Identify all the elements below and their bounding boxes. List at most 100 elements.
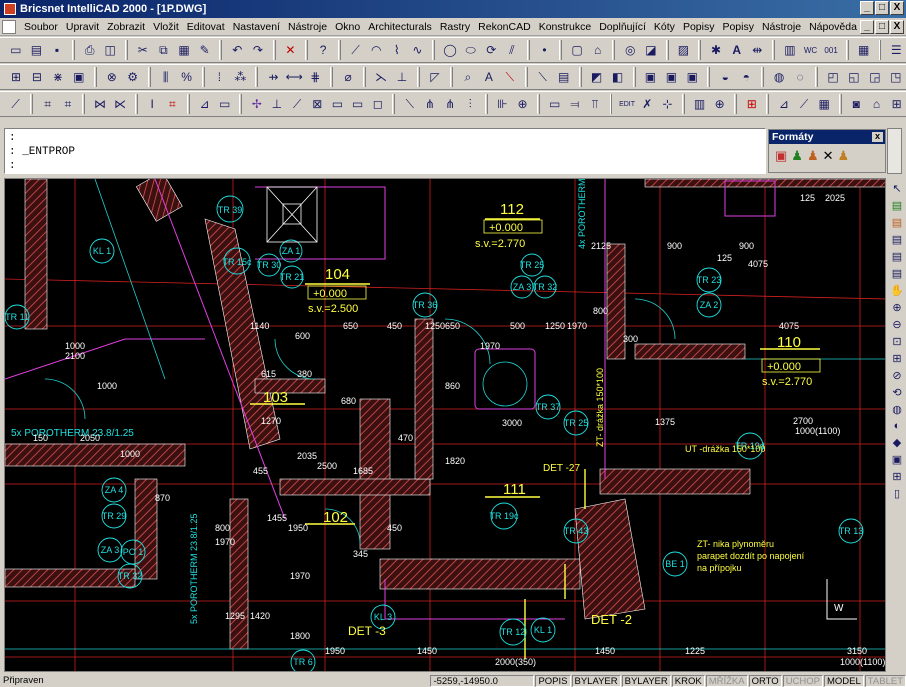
layer-icon[interactable]: ▤ bbox=[891, 251, 903, 263]
snap-icon[interactable]: ◎ bbox=[625, 43, 636, 57]
doc-close-button[interactable]: X bbox=[890, 20, 904, 34]
view-icon[interactable]: ◐ bbox=[893, 420, 901, 432]
tool-icon[interactable]: ⫪ bbox=[591, 96, 599, 111]
hatch-icon[interactable]: ▨ bbox=[677, 43, 690, 57]
layer-icon[interactable]: ▤ bbox=[891, 268, 903, 280]
menu-vlozit[interactable]: Vložit bbox=[153, 20, 179, 33]
tool-icon[interactable]: ⟋ bbox=[292, 96, 302, 111]
formaty-title-bar[interactable]: Formáty x bbox=[769, 130, 885, 144]
tool-icon[interactable]: ⇸ bbox=[268, 70, 279, 84]
tool-icon[interactable]: ⌗ bbox=[168, 96, 176, 111]
text-icon[interactable]: A bbox=[732, 43, 742, 57]
menu-nastaveni[interactable]: Nastavení bbox=[232, 20, 280, 33]
tool-icon[interactable]: ⋉ bbox=[114, 97, 127, 111]
menu-nastroje[interactable]: Nástroje bbox=[287, 20, 328, 33]
layer-icon[interactable]: ▤ bbox=[891, 234, 903, 246]
tool-icon[interactable]: ▣ bbox=[665, 70, 678, 84]
tool-icon[interactable]: ⟋ bbox=[11, 96, 20, 111]
tool-icon[interactable]: ▭ bbox=[548, 97, 561, 111]
tool-icon[interactable]: ⊿ bbox=[778, 97, 789, 111]
explode-icon[interactable]: ✱ bbox=[711, 43, 722, 57]
tool-icon[interactable]: ⟍ bbox=[505, 69, 514, 84]
tool-icon[interactable]: ⋕ bbox=[310, 70, 321, 84]
tool-icon[interactable]: ⌂ bbox=[872, 97, 881, 111]
tool-icon[interactable]: ⊹ bbox=[662, 97, 673, 111]
tool-icon[interactable]: ⌀ bbox=[344, 70, 352, 84]
print-preview-icon[interactable]: ◫ bbox=[104, 43, 116, 57]
status-layer[interactable]: POPIS bbox=[535, 674, 571, 687]
menu-okno[interactable]: Okno bbox=[335, 20, 361, 33]
tool-icon[interactable]: ▤ bbox=[557, 70, 570, 84]
tool-icon[interactable]: ▭ bbox=[218, 97, 231, 111]
status-grid[interactable]: MŘÍŽKA bbox=[705, 674, 748, 687]
zoom-out-icon[interactable]: ⊖ bbox=[892, 319, 902, 331]
menu-editovat[interactable]: Editovat bbox=[186, 20, 225, 33]
tool-icon[interactable]: I bbox=[150, 97, 154, 111]
rectangle-icon[interactable]: ▢ bbox=[571, 43, 583, 57]
menu-upravit[interactable]: Upravit bbox=[65, 20, 100, 33]
status-tablet[interactable]: TABLET bbox=[864, 674, 906, 687]
tool-icon[interactable]: ▭ bbox=[351, 97, 364, 111]
user-settings-icon[interactable]: ♟ bbox=[837, 148, 850, 163]
tool-icon[interactable]: ⟍ bbox=[538, 69, 547, 84]
tool-icon[interactable]: ⊞ bbox=[746, 97, 757, 111]
drawing-canvas[interactable]: 112 +0.000 s.v.=2.770 104 +0.000 s.v.=2.… bbox=[4, 178, 886, 672]
circle-icon[interactable]: ◯ bbox=[443, 43, 457, 57]
command-line[interactable]: : : _ENTPROP : bbox=[4, 128, 766, 174]
save-icon[interactable]: ▪ bbox=[54, 43, 60, 57]
menu-soubor[interactable]: Soubor bbox=[24, 20, 58, 33]
render-icon[interactable]: ◆ bbox=[892, 437, 902, 449]
maximize-button[interactable]: □ bbox=[875, 1, 889, 15]
ellipse-icon[interactable]: ⬭ bbox=[465, 42, 476, 57]
tool-icon[interactable]: ◓ bbox=[742, 70, 750, 84]
polyline-icon[interactable]: ⌇ bbox=[393, 43, 400, 57]
arc-icon[interactable]: ◠ bbox=[371, 43, 382, 57]
menu-rastry[interactable]: Rastry bbox=[439, 20, 471, 33]
tool-icon[interactable]: A bbox=[484, 70, 493, 84]
tool-icon[interactable]: EDIT bbox=[619, 100, 636, 108]
paste-icon[interactable]: ▦ bbox=[178, 43, 190, 57]
layer-icon[interactable]: ▤ bbox=[891, 200, 903, 212]
menu-architecturals[interactable]: Architecturals bbox=[368, 20, 432, 33]
tool-icon[interactable]: ◳ bbox=[890, 70, 902, 84]
delete-icon[interactable]: ✕ bbox=[285, 43, 296, 57]
list-icon[interactable]: ☰ bbox=[890, 43, 902, 57]
table-icon[interactable]: ▥ bbox=[784, 43, 796, 57]
users-icon[interactable]: ♟ bbox=[806, 148, 819, 163]
tool-icon[interactable]: ◻ bbox=[372, 97, 383, 111]
tool-icon[interactable]: ⌕ bbox=[464, 69, 472, 84]
line-icon[interactable]: ⟋ bbox=[351, 42, 360, 57]
tool-icon[interactable]: ⊕ bbox=[517, 97, 528, 111]
new-file-icon[interactable]: ▭ bbox=[10, 43, 22, 57]
doc-minimize-button[interactable]: _ bbox=[860, 20, 874, 34]
print-icon[interactable]: ⎙ bbox=[84, 42, 95, 57]
tool-icon[interactable]: ⫼ bbox=[162, 69, 169, 84]
tool-icon[interactable]: ⊞ bbox=[891, 97, 902, 111]
tool-icon[interactable]: ▣ bbox=[686, 70, 699, 84]
zoom-extents-icon[interactable]: ⊞ bbox=[892, 353, 902, 365]
tool-icon[interactable]: ⟋ bbox=[799, 96, 809, 111]
tool-icon[interactable]: ◱ bbox=[848, 70, 860, 84]
menu-rekoncad[interactable]: RekonCAD bbox=[478, 20, 531, 33]
tool-icon[interactable]: % bbox=[181, 70, 192, 84]
tool-icon[interactable]: ⊕ bbox=[714, 97, 725, 111]
tool-icon[interactable]: ◰ bbox=[827, 70, 839, 84]
redraw-icon[interactable]: ⟲ bbox=[892, 387, 902, 399]
tool-icon[interactable]: ⟷ bbox=[285, 70, 303, 84]
zoom-in-icon[interactable]: ⊕ bbox=[892, 302, 902, 314]
tool-icon[interactable]: ⊪ bbox=[497, 97, 508, 111]
tool-icon[interactable]: ▭ bbox=[331, 97, 344, 111]
properties-icon[interactable]: ▣ bbox=[891, 454, 903, 466]
tool-icon[interactable]: ⊗ bbox=[106, 70, 117, 84]
tool-icon[interactable]: ⚙ bbox=[127, 70, 139, 84]
tool-icon[interactable]: ◙ bbox=[852, 97, 860, 111]
tool-icon[interactable]: ⊠ bbox=[312, 97, 323, 111]
tool-icon[interactable]: ⁂ bbox=[234, 70, 247, 84]
tool-icon[interactable]: ◩ bbox=[590, 70, 603, 84]
rotate-icon[interactable]: ⟳ bbox=[486, 43, 497, 57]
menu-popisy-2[interactable]: Popisy bbox=[722, 20, 754, 33]
menu-konstrukce[interactable]: Konstrukce bbox=[538, 20, 592, 33]
dimension-icon[interactable]: ⇹ bbox=[752, 43, 763, 57]
help-icon[interactable]: ? bbox=[319, 43, 327, 57]
user-icon[interactable]: ♟ bbox=[791, 148, 803, 163]
